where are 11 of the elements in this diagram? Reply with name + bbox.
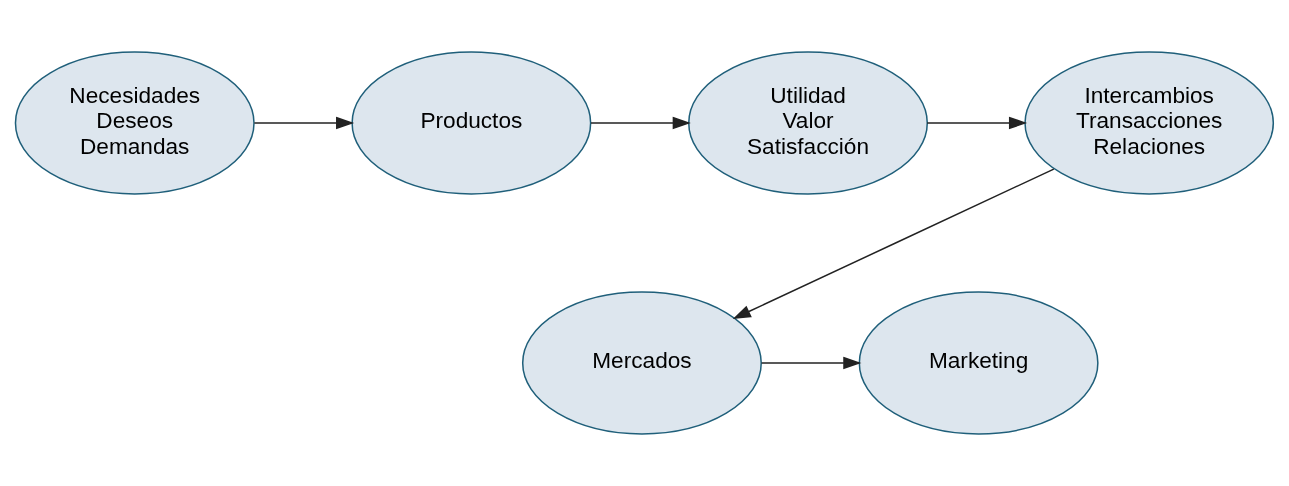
arrow <box>590 116 691 130</box>
node-ellipse: Utilidad Valor Satisfacción <box>688 51 929 195</box>
arrow <box>253 116 355 130</box>
arrow <box>926 116 1028 130</box>
node-ellipse: Necesidades Deseos Demandas <box>14 51 255 195</box>
arrow <box>760 356 862 370</box>
arrow <box>732 168 1055 320</box>
node-ellipse: Intercambios Transacciones Relaciones <box>1024 51 1275 195</box>
node-ellipse: Productos <box>351 51 592 195</box>
node-ellipse: Mercados <box>521 291 762 435</box>
node-ellipse: Marketing <box>858 291 1099 435</box>
